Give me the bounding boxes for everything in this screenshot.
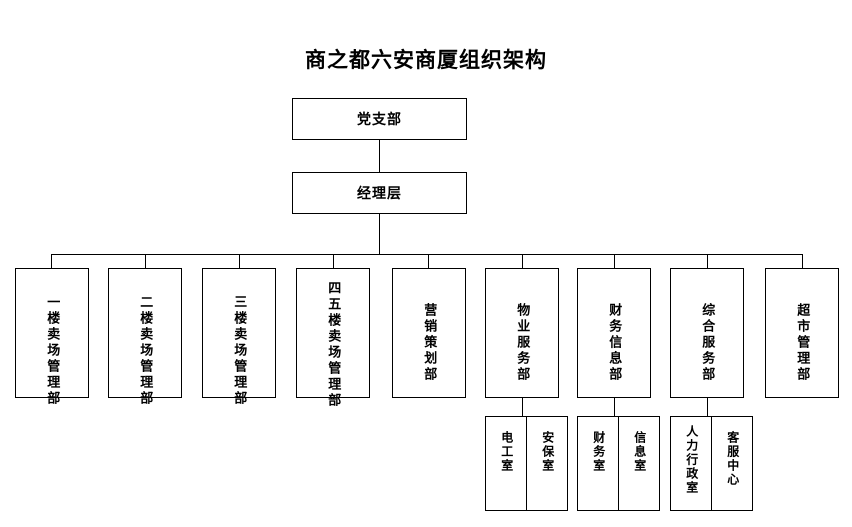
node-label: 营销策划部 (422, 303, 438, 383)
node-label: 四五楼卖场管理部 (326, 281, 342, 409)
page-title: 商之都六安商厦组织架构 (305, 48, 547, 72)
node-label: 财务室 (591, 431, 606, 473)
node-floor1-sales[interactable]: 一楼卖场管理部 (15, 268, 89, 407)
node-property-service[interactable]: 物业服务部 (485, 268, 559, 398)
connector-finance-information-to-subunits (614, 398, 615, 416)
node-label: 三楼卖场管理部 (232, 295, 248, 407)
node-party-branch[interactable]: 党支部 (292, 98, 467, 140)
node-electrician-room[interactable]: 电工室 (486, 417, 526, 510)
node-label: 综合服务部 (700, 303, 716, 383)
node-information-room[interactable]: 信息室 (618, 417, 659, 510)
connector-bus-to-dept-9 (802, 254, 803, 268)
connector-property-service-to-subunits (522, 398, 523, 416)
node-label: 二楼卖场管理部 (138, 295, 154, 407)
node-general-service[interactable]: 综合服务部 (670, 268, 744, 398)
node-label: 安保室 (540, 431, 555, 473)
subunit-pair-finance-information: 财务室 信息室 (577, 416, 660, 511)
node-label: 物业服务部 (515, 303, 531, 383)
node-label: 电工室 (499, 431, 514, 473)
node-finance-information[interactable]: 财务信息部 (577, 268, 651, 398)
node-finance-room[interactable]: 财务室 (578, 417, 618, 510)
connector-bus-to-dept-3 (239, 254, 240, 268)
node-label: 经理层 (357, 187, 402, 202)
department-bus-line (51, 254, 802, 255)
node-floor45-sales[interactable]: 四五楼卖场管理部 (296, 268, 370, 409)
connector-bus-to-dept-6 (522, 254, 523, 268)
node-label: 信息室 (632, 431, 647, 473)
node-label: 党支部 (357, 113, 402, 128)
node-management[interactable]: 经理层 (292, 172, 467, 214)
connector-bus-to-dept-2 (145, 254, 146, 268)
connector-bus-to-dept-1 (51, 254, 52, 268)
node-marketing-planning[interactable]: 营销策划部 (392, 268, 466, 398)
node-label: 一楼卖场管理部 (45, 295, 61, 407)
subunit-pair-property-service: 电工室 安保室 (485, 416, 568, 511)
node-customer-service-center[interactable]: 客服中心 (711, 417, 752, 510)
connector-party-to-management (379, 140, 380, 172)
connector-bus-to-dept-4 (333, 254, 334, 268)
node-hr-admin-room[interactable]: 人力行政室 (671, 417, 711, 510)
node-security-room[interactable]: 安保室 (526, 417, 567, 510)
connector-general-service-to-subunits (707, 398, 708, 416)
node-label: 客服中心 (725, 431, 740, 487)
subunit-pair-general-service: 人力行政室 客服中心 (670, 416, 753, 511)
node-label: 超市管理部 (795, 303, 811, 383)
node-floor2-sales[interactable]: 二楼卖场管理部 (108, 268, 182, 407)
node-label: 人力行政室 (684, 425, 699, 495)
node-supermarket-management[interactable]: 超市管理部 (765, 268, 839, 398)
connector-bus-to-dept-7 (614, 254, 615, 268)
connector-management-to-bus (379, 214, 380, 254)
connector-bus-to-dept-8 (707, 254, 708, 268)
node-label: 财务信息部 (607, 303, 623, 383)
connector-bus-to-dept-5 (428, 254, 429, 268)
node-floor3-sales[interactable]: 三楼卖场管理部 (202, 268, 276, 407)
